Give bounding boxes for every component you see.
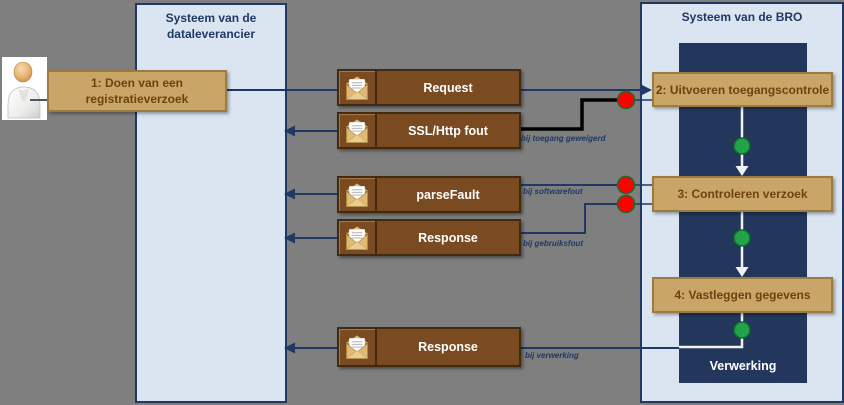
envelope-icon xyxy=(339,71,377,104)
ssl-fout-fault-path xyxy=(521,98,618,131)
left-arrowhead-icon xyxy=(284,188,295,200)
annotation-softwarefout: bij softwarefout xyxy=(523,187,583,196)
flow-line-4-out xyxy=(679,313,744,349)
step-uitvoeren-toegangscontrole: 2: Uitvoeren toegangscontrole xyxy=(652,72,833,107)
envelope-icon xyxy=(339,221,377,254)
left-arrowhead-icon xyxy=(284,342,295,354)
message-label: SSL/Http fout xyxy=(408,123,488,138)
message-parsefault: parseFault xyxy=(337,176,521,213)
right-arrowhead-icon xyxy=(641,84,652,96)
response1-line-right xyxy=(521,203,618,234)
message-ssl-http-fout: SSL/Http fout xyxy=(337,112,521,149)
lane-title-line: Systeem van de xyxy=(165,11,257,25)
message-request: Request xyxy=(337,69,521,106)
down-arrowhead-icon xyxy=(735,267,749,277)
lane-dataleverancier: Systeem van de dataleverancier xyxy=(135,3,287,403)
green-dot-icon xyxy=(733,321,751,339)
lane-dataleverancier-title: Systeem van de dataleverancier xyxy=(137,11,285,42)
step-vastleggen-gegevens: 4: Vastleggen gegevens xyxy=(652,277,833,313)
message-label: Response xyxy=(418,340,478,354)
person-icon-graphic xyxy=(7,61,41,119)
down-arrowhead-icon xyxy=(735,166,749,176)
verwerking-label: Verwerking xyxy=(709,359,777,373)
envelope-icon xyxy=(339,178,377,211)
envelope-icon xyxy=(339,329,377,365)
annotation-verwerking: bij verwerking xyxy=(525,351,579,360)
lane-title-line: dataleverancier xyxy=(166,26,256,41)
message-label: Response xyxy=(418,230,478,245)
left-arrowhead-icon xyxy=(284,232,295,244)
envelope-icon xyxy=(339,114,377,147)
message-label: parseFault xyxy=(416,187,480,202)
message-response-verwerking: Response xyxy=(337,327,521,367)
step-label-line: 1: Doen van een xyxy=(90,75,183,90)
red-dot-icon xyxy=(616,90,636,110)
step-label-line: registratieverzoek xyxy=(85,92,189,106)
message-label: Request xyxy=(423,80,473,95)
annotation-gebruiksfout: bij gebruiksfout xyxy=(523,239,583,248)
step-controleren-verzoek: 3: Controleren verzoek xyxy=(652,176,833,212)
message-response-gebruiksfout: Response xyxy=(337,219,521,256)
person-icon xyxy=(2,57,47,120)
lane-bro-title: Systeem van de BRO xyxy=(681,10,803,24)
left-arrowhead-icon xyxy=(284,125,295,137)
green-dot-icon xyxy=(733,229,751,247)
green-dot-icon xyxy=(733,137,751,155)
red-dot-icon xyxy=(616,175,636,195)
annotation-toegang-geweigerd: bij toegang geweigerd xyxy=(521,134,606,143)
red-dot-icon xyxy=(616,194,636,214)
step-doen-registratieverzoek: 1: Doen van een registratieverzoek xyxy=(47,70,227,112)
